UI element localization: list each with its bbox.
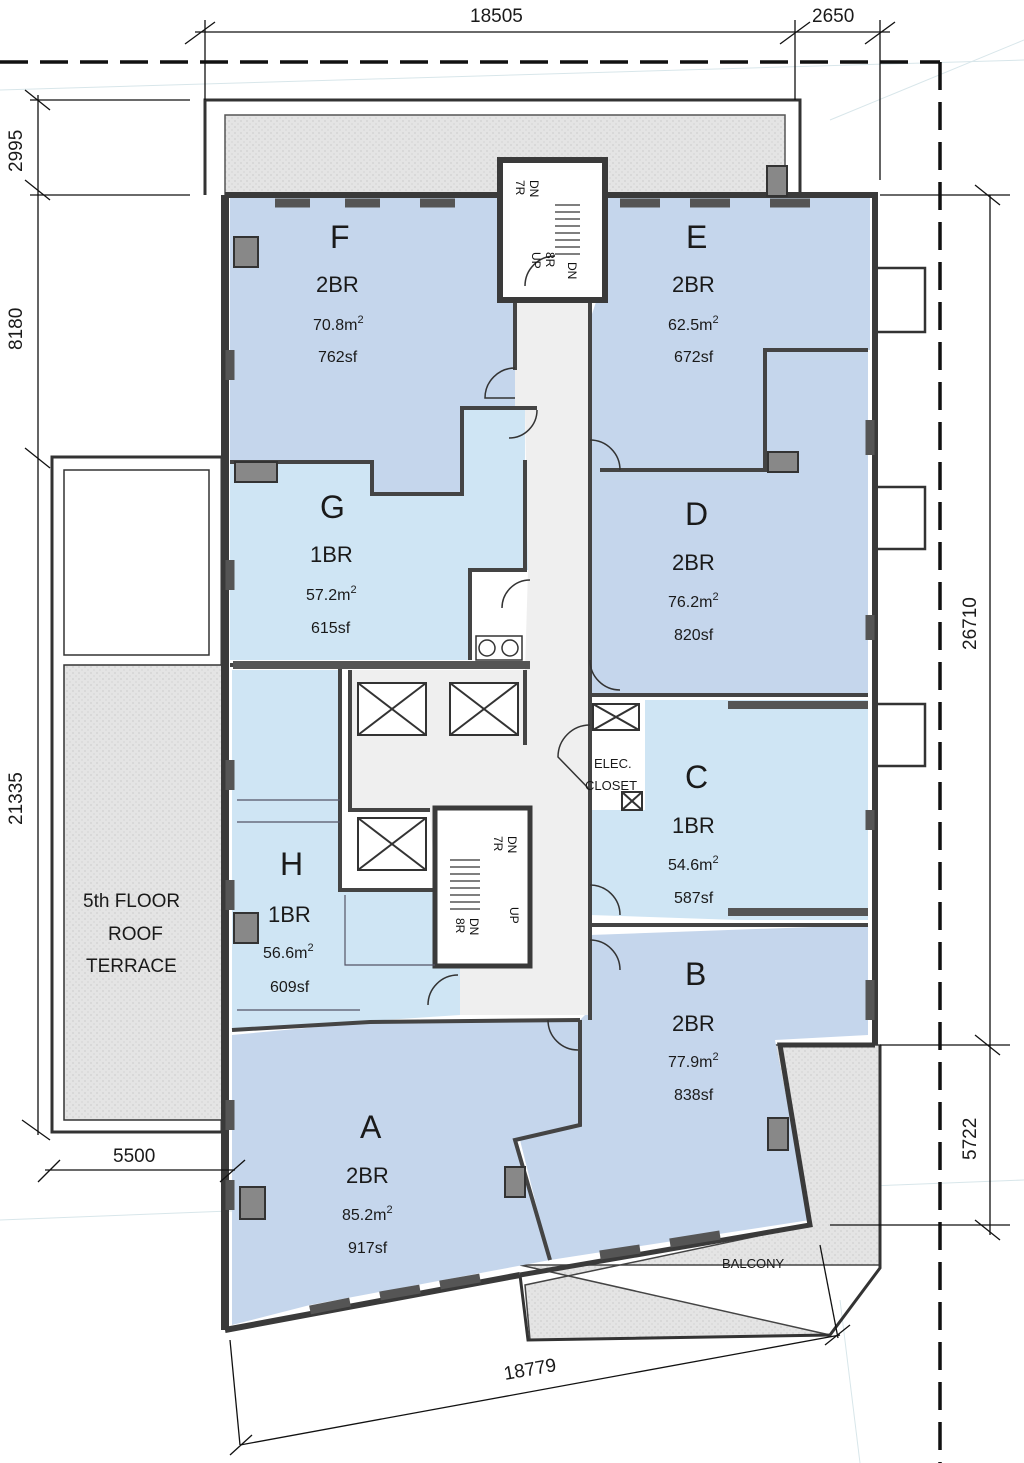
unit-type: 2BR bbox=[672, 550, 715, 575]
unit-area-sf: 587sf bbox=[674, 890, 714, 907]
unit-label-f: F 2BR 70.8m2 762sf bbox=[313, 219, 364, 366]
unit-label-a: A 2BR 85.2m2 917sf bbox=[342, 1109, 393, 1257]
dim-left-low: 21335 bbox=[6, 772, 27, 825]
unit-area-m: 62.5m2 bbox=[668, 314, 719, 334]
unit-c-area bbox=[590, 700, 868, 920]
elevators bbox=[357, 682, 643, 871]
unit-type: 2BR bbox=[346, 1163, 389, 1188]
exterior-walls bbox=[221, 192, 878, 1333]
terrace-line-1: 5th FLOOR bbox=[83, 891, 180, 912]
unit-area-sf: 615sf bbox=[311, 620, 351, 637]
unit-e-area bbox=[590, 198, 870, 470]
unit-area-sf: 609sf bbox=[270, 979, 310, 996]
unit-area-m: 57.2m2 bbox=[306, 584, 357, 604]
unit-area-m: 54.6m2 bbox=[668, 854, 719, 874]
stair-7r: 7R bbox=[513, 180, 527, 196]
unit-letter: H bbox=[280, 846, 303, 882]
stair-7r: 7R bbox=[491, 836, 505, 852]
stair-north-labels: DN 7R UP 8R DN bbox=[513, 180, 579, 279]
unit-b-area bbox=[520, 925, 868, 1260]
doors bbox=[427, 255, 621, 1051]
unit-label-b: B 2BR 77.9m2 838sf bbox=[668, 956, 719, 1104]
unit-type: 1BR bbox=[268, 902, 311, 927]
unit-label-d: D 2BR 76.2m2 820sf bbox=[668, 496, 719, 644]
columns bbox=[233, 165, 799, 1220]
stair-dn: DN bbox=[505, 836, 519, 853]
roof-terrace bbox=[63, 664, 223, 1121]
unit-f-area bbox=[230, 198, 515, 492]
balcony-outline bbox=[518, 1045, 882, 1342]
unit-label-c: C 1BR 54.6m2 587sf bbox=[668, 759, 719, 907]
unit-area-sf: 838sf bbox=[674, 1087, 714, 1104]
stair-up: UP bbox=[507, 907, 521, 924]
stair-8r: 8R bbox=[453, 918, 467, 934]
dim-top-main: 18505 bbox=[470, 6, 523, 27]
dim-bottom-main: 18779 bbox=[502, 1355, 558, 1385]
unit-d-area bbox=[590, 350, 868, 695]
unit-label-g: G 1BR 57.2m2 615sf bbox=[306, 489, 357, 637]
stair-dn-2: DN bbox=[467, 918, 481, 935]
unit-label-e: E 2BR 62.5m2 672sf bbox=[668, 219, 719, 366]
unit-area-m: 56.6m2 bbox=[263, 942, 314, 962]
unit-type: 2BR bbox=[316, 272, 359, 297]
dim-bottom-left: 5500 bbox=[113, 1146, 155, 1167]
unit-g-area bbox=[230, 410, 528, 660]
unit-letter: B bbox=[685, 956, 706, 992]
stair-north bbox=[497, 157, 608, 303]
heavy-partitions bbox=[233, 661, 868, 916]
property-line bbox=[0, 60, 942, 1463]
stair-up: UP bbox=[529, 252, 543, 269]
terrace-inner-top bbox=[63, 469, 210, 656]
unit-area-m: 85.2m2 bbox=[342, 1204, 393, 1224]
unit-area-sf: 820sf bbox=[674, 627, 714, 644]
unit-type: 1BR bbox=[310, 542, 353, 567]
unit-area-sf: 672sf bbox=[674, 349, 714, 366]
window-marks bbox=[225, 198, 875, 1315]
unit-letter: F bbox=[330, 219, 350, 255]
unit-area-m: 76.2m2 bbox=[668, 591, 719, 611]
terrace-label: 5th FLOOR ROOF TERRACE bbox=[83, 891, 180, 977]
unit-label-h: H 1BR 56.6m2 609sf bbox=[263, 846, 314, 996]
unit-fills bbox=[230, 198, 870, 1325]
dim-right-mid: 26710 bbox=[960, 597, 981, 650]
unit-letter: D bbox=[685, 496, 708, 532]
terrace-line-3: TERRACE bbox=[86, 956, 177, 977]
unit-area-sf: 762sf bbox=[318, 349, 358, 366]
shaft-circles bbox=[475, 635, 523, 661]
unit-h-interior bbox=[237, 799, 435, 1011]
elec-closet-line-1: ELEC. bbox=[594, 756, 632, 771]
dim-right-low: 5722 bbox=[960, 1118, 981, 1160]
unit-h-area bbox=[232, 670, 460, 1030]
unit-letter: A bbox=[360, 1109, 382, 1145]
dimension-lines bbox=[21, 20, 1010, 1456]
unit-letter: E bbox=[686, 219, 707, 255]
unit-area-m: 77.9m2 bbox=[668, 1051, 719, 1071]
dim-top-right: 2650 bbox=[812, 6, 854, 27]
terrace-line-2: ROOF bbox=[108, 924, 163, 945]
dim-left-top: 2995 bbox=[6, 130, 27, 172]
stair-dn-2: DN bbox=[565, 262, 579, 279]
balcony-label: BALCONY bbox=[722, 1256, 784, 1271]
elec-closet-line-2: CLOSET bbox=[585, 778, 637, 793]
podium-outline bbox=[203, 98, 802, 195]
unit-type: 2BR bbox=[672, 1011, 715, 1036]
unit-area-sf: 917sf bbox=[348, 1240, 388, 1257]
unit-letter: G bbox=[320, 489, 345, 525]
unit-a-area bbox=[232, 1020, 580, 1325]
dim-left-mid: 8180 bbox=[6, 308, 27, 350]
stair-8r: 8R bbox=[543, 252, 557, 268]
stair-south bbox=[432, 805, 533, 969]
stair-dn: DN bbox=[527, 180, 541, 197]
unit-type: 2BR bbox=[672, 272, 715, 297]
stair-south-labels: DN 7R UP 8R DN bbox=[453, 836, 521, 935]
unit-letter: C bbox=[685, 759, 708, 795]
unit-type: 1BR bbox=[672, 813, 715, 838]
bay-windows bbox=[873, 266, 927, 768]
unit-area-m: 70.8m2 bbox=[313, 314, 364, 334]
